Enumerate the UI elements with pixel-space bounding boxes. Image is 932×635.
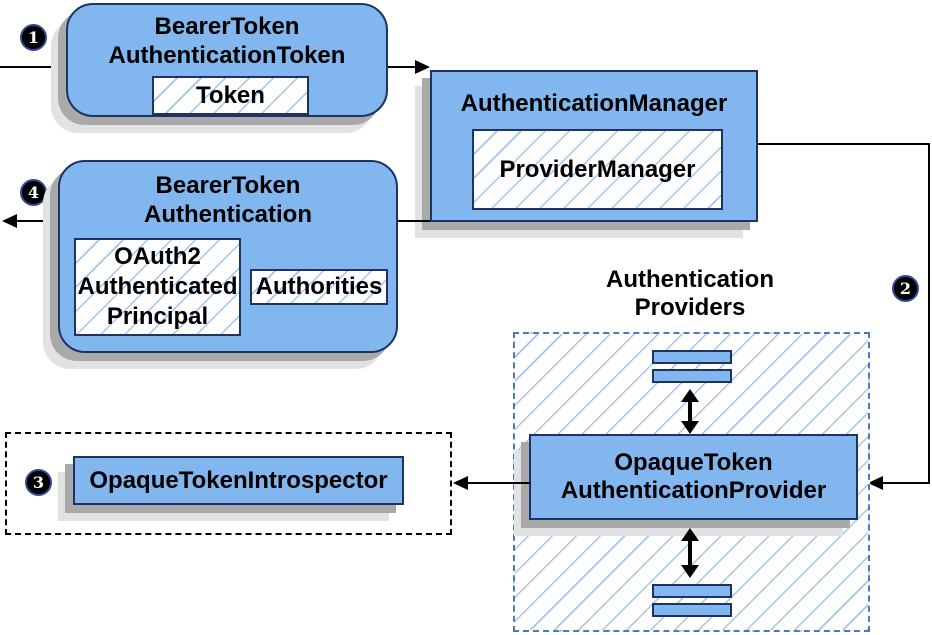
- node-oauth2-authenticated-principal: OAuth2 Authenticated Principal: [74, 238, 241, 336]
- arrowhead-up: [681, 528, 699, 541]
- node-provider-manager-label: ProviderManager: [499, 155, 696, 183]
- node-opaque-token-introspector: OpaqueTokenIntrospector: [73, 456, 404, 505]
- node-title-line1: OpaqueToken: [614, 449, 773, 476]
- flow-line-request-in: [0, 66, 67, 68]
- node-title-line1: BearerToken: [154, 13, 300, 40]
- step-badge-1: 1: [20, 24, 47, 51]
- flow-line-token-to-manager: [388, 66, 416, 68]
- node-title: BearerToken Authentication: [60, 162, 396, 229]
- arrowhead-into-introspector: [453, 476, 468, 490]
- node-title: OpaqueTokenIntrospector: [89, 466, 387, 495]
- authentication-providers-line1: Authentication: [606, 266, 774, 293]
- provider-stack-bar: [652, 603, 732, 617]
- arrow-shaft: [688, 400, 692, 423]
- node-title-line2: AuthenticationToken: [108, 42, 346, 69]
- authorities-label: Authorities: [255, 273, 383, 300]
- step-number: 3: [32, 472, 45, 492]
- node-opaque-token-authentication-provider: OpaqueToken AuthenticationProvider: [529, 434, 858, 520]
- provider-stack-bar: [652, 369, 732, 383]
- arrowhead-into-opaque-provider: [868, 476, 883, 490]
- node-title: BearerToken AuthenticationToken: [68, 5, 386, 70]
- step-number: 2: [899, 278, 912, 298]
- authentication-providers-line2: Providers: [634, 294, 746, 321]
- node-token: Token: [152, 76, 309, 115]
- arrow-shaft: [688, 539, 692, 567]
- node-token-label: Token: [196, 81, 265, 109]
- arrowhead-authentication-out: [2, 214, 17, 228]
- node-title-line1: BearerToken: [155, 172, 301, 199]
- node-title-line2: AuthenticationProvider: [560, 477, 827, 504]
- flow-line-authentication-out: [16, 220, 60, 222]
- flow-line-manager-to-authentication: [396, 220, 430, 222]
- node-bearer-token-authentication: BearerToken Authentication OAuth2 Authen…: [58, 160, 398, 353]
- double-arrow-bottom: [681, 528, 699, 578]
- provider-stack-bar: [652, 350, 732, 364]
- provider-stack-bar: [652, 584, 732, 598]
- principal-line2: Authenticated: [77, 273, 238, 300]
- arrowhead-down: [681, 421, 699, 434]
- arrowhead-down: [681, 565, 699, 578]
- node-bearer-token-authentication-token: BearerToken AuthenticationToken Token: [66, 3, 388, 117]
- node-title: AuthenticationManager: [432, 72, 756, 118]
- step-number: 1: [27, 27, 40, 47]
- principal-line1: OAuth2: [114, 243, 201, 270]
- arrowhead-up: [681, 389, 699, 402]
- step-number: 4: [27, 182, 40, 202]
- node-title-line2: Authentication: [144, 201, 312, 228]
- principal-line3: Principal: [106, 303, 209, 330]
- flow-line-step2-vertical: [928, 143, 930, 484]
- step-badge-4: 4: [20, 179, 47, 206]
- node-title-line1: OpaqueTokenIntrospector: [89, 467, 388, 494]
- node-authentication-manager: AuthenticationManager ProviderManager: [430, 70, 758, 222]
- step-badge-2: 2: [892, 275, 919, 302]
- flow-line-step2-horizontal: [758, 143, 930, 145]
- node-title: OpaqueToken AuthenticationProvider: [561, 449, 826, 505]
- flow-line-step2-into-provider: [883, 482, 930, 484]
- node-authorities: Authorities: [250, 269, 388, 305]
- node-title-line1: AuthenticationManager: [460, 90, 728, 117]
- authentication-providers-label: Authentication Providers: [564, 266, 816, 322]
- node-provider-manager: ProviderManager: [472, 129, 723, 210]
- arrowhead-into-authentication-manager: [415, 60, 430, 74]
- double-arrow-top: [681, 389, 699, 434]
- flow-line-provider-to-introspector: [467, 482, 531, 484]
- step-badge-3: 3: [25, 469, 52, 496]
